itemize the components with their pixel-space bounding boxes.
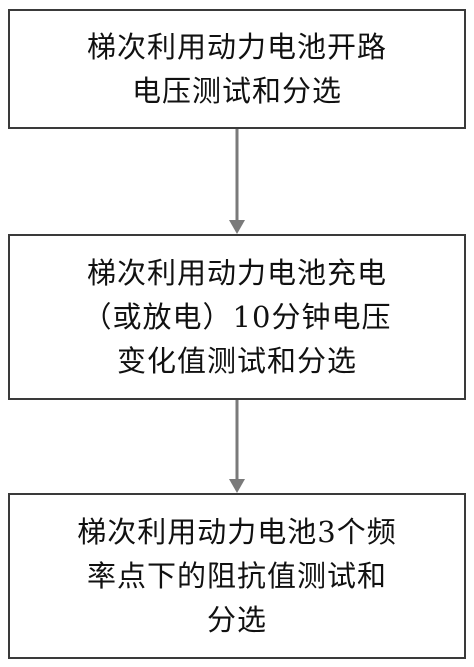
flow-step-2-line-1: 梯次利用动力电池充电 (86, 256, 387, 290)
flow-step-1-box: 梯次利用动力电池开路 电压测试和分选 (8, 9, 466, 129)
flow-step-2-box: 梯次利用动力电池充电 （或放电）10分钟电压 变化值测试和分选 (8, 234, 466, 400)
flow-step-3-text: 梯次利用动力电池3个频 率点下的阻抗值测试和 分选 (69, 510, 404, 642)
flow-step-2-text: 梯次利用动力电池充电 （或放电）10分钟电压 变化值测试和分选 (75, 251, 400, 383)
flow-step-3-box: 梯次利用动力电池3个频 率点下的阻抗值测试和 分选 (8, 493, 466, 659)
flow-step-3-line-2: 率点下的阻抗值测试和 (86, 559, 387, 593)
flow-step-1-text: 梯次利用动力电池开路 电压测试和分选 (79, 25, 395, 113)
flow-step-2-line-2: （或放电）10分钟电压 (82, 300, 392, 334)
arrow-1-to-2 (229, 129, 245, 234)
flow-step-1-line-1: 梯次利用动力电池开路 (86, 30, 387, 64)
flow-step-3-line-1: 梯次利用动力电池3个频 (77, 515, 397, 549)
flow-step-3-line-3: 分选 (206, 603, 267, 637)
flow-step-1-line-2: 电压测试和分选 (131, 74, 342, 108)
arrow-2-to-3 (229, 400, 245, 493)
arrow-1-head-icon (229, 220, 245, 234)
flow-step-2-line-3: 变化值测试和分选 (116, 344, 357, 378)
arrow-2-head-icon (229, 479, 245, 493)
